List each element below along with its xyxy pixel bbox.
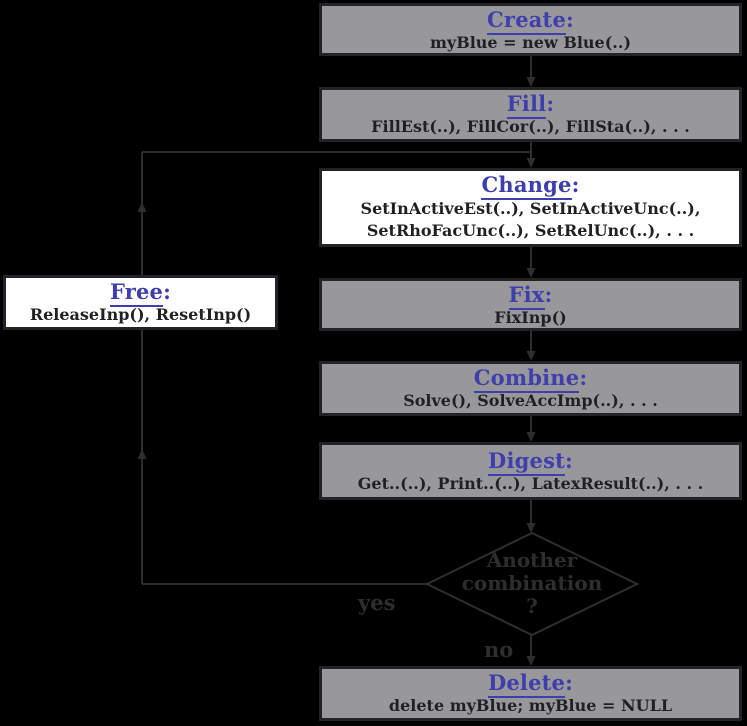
arrowhead-into-delete [526,656,536,666]
arrowhead-loop-lower-up [137,449,147,459]
free-title-text: Free [109,279,164,307]
decision-label-line1: Another [486,548,578,572]
fill-title: Fill: [322,90,739,119]
digest-body: Get..(..), Print..(..), LatexResult(..),… [357,474,704,493]
arrowhead-loop-upper-up [137,202,147,212]
fix-body: FixInp() [494,308,567,327]
free-title: Free: [6,278,275,307]
yes-branch-label: yes [358,590,396,615]
delete-title-colon: : [565,670,574,695]
change-box: Change: SetInActiveEst(..), SetInActiveU… [319,168,742,247]
fix-title: Fix: [322,281,739,310]
combine-title-text: Combine [473,365,580,393]
change-body-line1: SetInActiveEst(..), SetInActiveUnc(..), [360,199,701,218]
create-title-text: Create [487,7,567,35]
fix-title-colon: : [544,282,553,307]
change-title-text: Change [481,172,572,200]
arrowhead-into-combine [526,351,536,361]
digest-title-text: Digest [488,448,565,476]
decision-diamond-shape [424,531,640,637]
delete-box: Delete: delete myBlue; myBlue = NULL [319,666,742,721]
change-body-line2: SetRhoFacUnc(..), SetRelUnc(..), . . . [366,221,695,240]
combine-box: Combine: Solve(), SolveAccImp(..), . . . [319,361,742,416]
arrowhead-into-change [526,158,536,168]
delete-title: Delete: [322,669,739,698]
create-box: Create: myBlue = new Blue(..) [319,3,742,56]
digest-box: Digest: Get..(..), Print..(..), LatexRes… [319,442,742,500]
combine-body: Solve(), SolveAccImp(..), . . . [403,391,658,410]
fill-title-text: Fill [506,91,547,119]
no-branch-label: no [484,637,514,662]
change-title: Change: [322,171,739,200]
fill-body: FillEst(..), FillCor(..), FillSta(..), .… [371,117,690,136]
delete-title-text: Delete [487,670,566,698]
arrowhead-into-digest [526,432,536,442]
combine-title-colon: : [579,365,588,390]
combine-title: Combine: [322,364,739,393]
fill-title-colon: : [546,91,555,116]
fix-title-text: Fix [508,282,545,310]
change-title-colon: : [571,172,580,197]
free-box: Free: ReleaseInp(), ResetInp() [3,275,278,330]
decision-label: Another combination ? [427,549,637,618]
arrowhead-into-decision [526,523,536,533]
create-body: myBlue = new Blue(..) [429,33,632,52]
decision-label-line3: ? [526,594,538,618]
digest-title-colon: : [565,448,573,473]
create-title-colon: : [566,7,574,32]
fill-box: Fill: FillEst(..), FillCor(..), FillSta(… [319,87,742,142]
digest-title: Digest: [322,447,739,476]
create-title: Create: [322,6,739,35]
free-title-colon: : [163,279,172,304]
arrowhead-into-fill [526,77,536,87]
free-body: ReleaseInp(), ResetInp() [29,305,252,324]
delete-body: delete myBlue; myBlue = NULL [388,696,673,715]
fix-box: Fix: FixInp() [319,278,742,331]
decision-label-line2: combination [461,571,603,595]
arrowhead-into-fix [526,268,536,278]
